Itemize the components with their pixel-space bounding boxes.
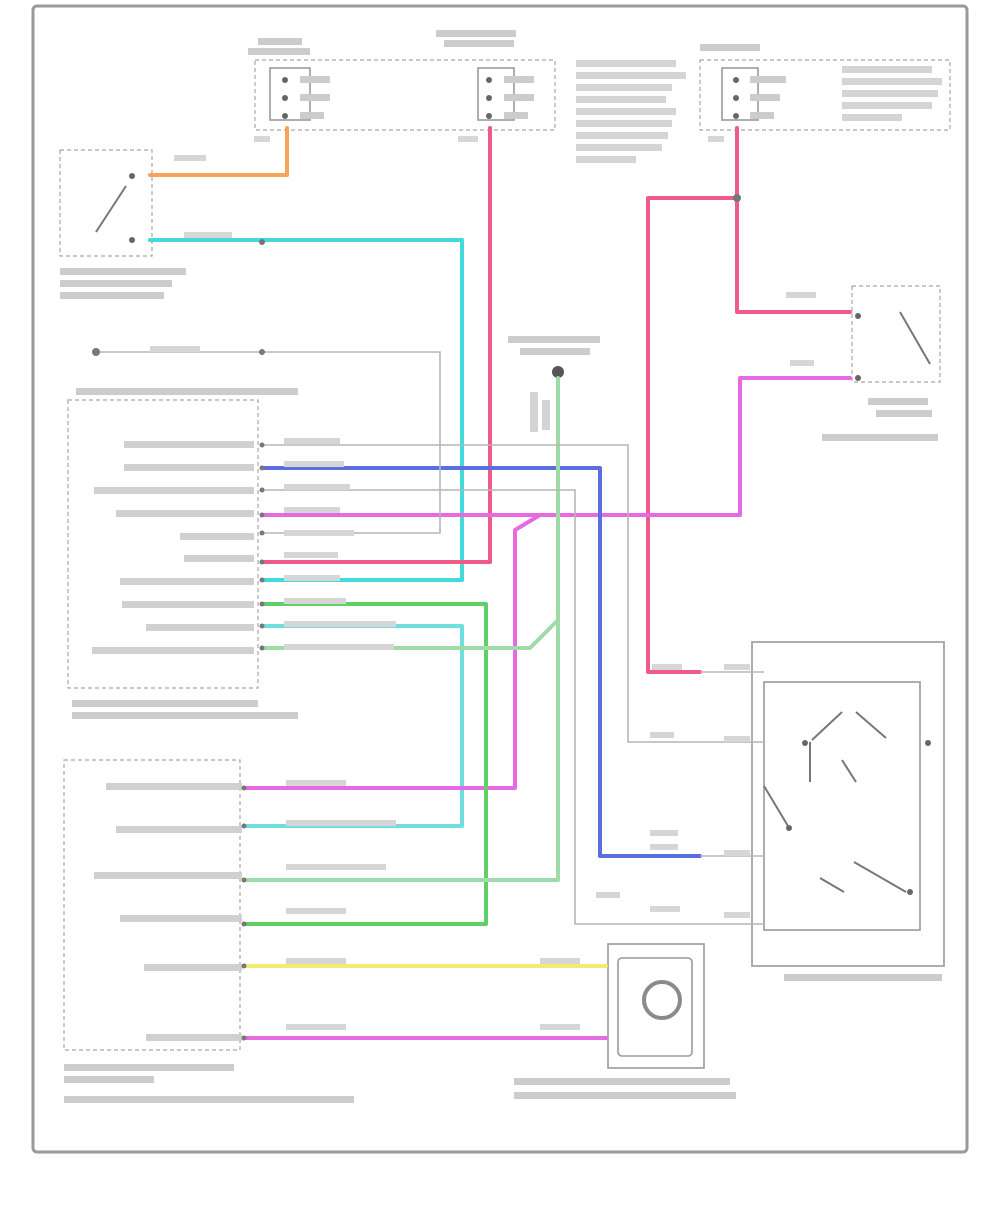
switch-icon [811, 711, 843, 741]
wire-magenta [260, 376, 852, 517]
fuse-box-right [699, 44, 951, 131]
wire-green [242, 602, 488, 926]
connector-pin-icon [92, 194, 741, 1041]
wire-cyan [148, 238, 464, 582]
wire-tags [150, 136, 816, 1030]
sensor-icon [642, 980, 682, 1020]
fuse-box-left [248, 38, 556, 131]
wire-cyan-2 [242, 624, 464, 828]
wire-pink-right [735, 126, 852, 314]
wire-gray-4 [700, 671, 764, 925]
wire-blue [260, 466, 702, 858]
wire-gray-1 [262, 444, 700, 743]
wire-light-green [242, 376, 560, 882]
fuse-box-middle [436, 30, 686, 163]
vehicle-speed-sensor [514, 943, 736, 1099]
wire-gray-2 [262, 489, 700, 925]
diagram-frame [31, 4, 969, 1154]
pcm-module [67, 388, 298, 719]
ground-icon [552, 366, 564, 378]
switch-icon [899, 311, 931, 365]
ground-point [508, 336, 600, 432]
wire-magenta-2 [242, 513, 542, 790]
wire-pink-mid [260, 126, 492, 564]
wire-pink-right-2 [646, 196, 739, 674]
backup-switch [822, 285, 941, 441]
trans-range-switch [751, 641, 945, 981]
brake-switch [59, 149, 186, 299]
tcm-module [63, 759, 354, 1103]
wire-orange [148, 126, 289, 177]
switch-icon [95, 185, 127, 233]
